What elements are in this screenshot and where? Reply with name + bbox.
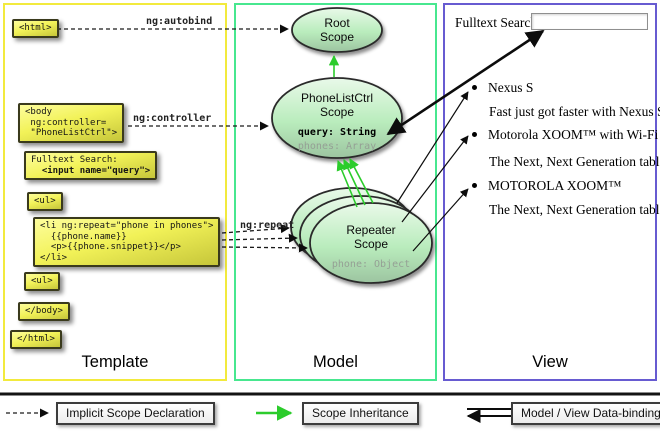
- code-box-ul-open: <ul>: [27, 192, 63, 211]
- view-column-label: View: [532, 353, 568, 371]
- code-box-ul-close: <ul>: [24, 272, 60, 291]
- item-description: Fast just got faster with Nexus S.: [489, 104, 660, 119]
- list-item: MOTOROLA XOOM™: [472, 178, 621, 194]
- code-line: {{phone.name}}: [40, 231, 127, 242]
- code-line: "PhoneListCtrl">: [25, 128, 118, 138]
- code-line: <ul>: [34, 196, 56, 206]
- code-box-fulltext-search: Fulltext Search: <input name="query">: [24, 151, 158, 180]
- model-column-label: Model: [313, 353, 358, 371]
- legend-implicit-scope-declaration: Implicit Scope Declaration: [56, 402, 215, 425]
- code-line: </html>: [17, 334, 55, 344]
- code-box-body-open: <body ng:controller= "PhoneListCtrl">: [18, 103, 125, 143]
- item-title: Nexus S: [488, 80, 534, 95]
- code-line: <input name="query">: [31, 165, 151, 176]
- code-line: <p>{{phone.snippet}}</p>: [40, 242, 181, 252]
- item-description: The Next, Next Generation tablet.: [489, 154, 660, 169]
- fulltext-search-label: Fulltext Search:: [455, 15, 541, 30]
- code-box-body-close: </body>: [18, 302, 70, 321]
- code-line: <body: [25, 107, 53, 117]
- code-line: Fulltext Search:: [31, 155, 118, 165]
- code-box-li-repeat: <li ng:repeat="phone in phones"> {{phone…: [33, 217, 221, 267]
- legend-model-view-data-binding: Model / View Data-binding: [511, 402, 660, 425]
- code-box-html-open: <html>: [12, 19, 59, 38]
- legend-scope-inheritance: Scope Inheritance: [302, 402, 419, 425]
- model-column: Model: [234, 3, 437, 381]
- bullet-icon: [472, 132, 477, 138]
- ng-controller-label: ng:controller: [133, 113, 212, 124]
- code-line: <li ng:repeat="phone in phones">: [40, 221, 214, 231]
- bullet-icon: [472, 183, 477, 189]
- code-line: </li>: [40, 252, 68, 263]
- code-box-html-close: </html>: [10, 330, 62, 349]
- item-description: The Next, Next Generation tablet.: [489, 202, 660, 217]
- item-title: Motorola XOOM™ with Wi-Fi: [488, 127, 659, 142]
- item-title: MOTOROLA XOOM™: [488, 178, 622, 193]
- bullet-icon: [472, 85, 477, 91]
- code-line: <html>: [19, 23, 52, 33]
- code-line: </body>: [25, 306, 63, 316]
- ng-repeat-label: ng:repeat: [240, 220, 295, 231]
- list-item: Nexus S: [472, 80, 533, 96]
- list-item: Motorola XOOM™ with Wi-Fi: [472, 127, 658, 143]
- template-column-label: Template: [81, 353, 149, 371]
- ng-autobind-label: ng:autobind: [146, 16, 213, 27]
- fulltext-search-input[interactable]: [531, 13, 648, 30]
- code-line: <ul>: [31, 276, 53, 286]
- code-line: ng:controller=: [25, 117, 107, 128]
